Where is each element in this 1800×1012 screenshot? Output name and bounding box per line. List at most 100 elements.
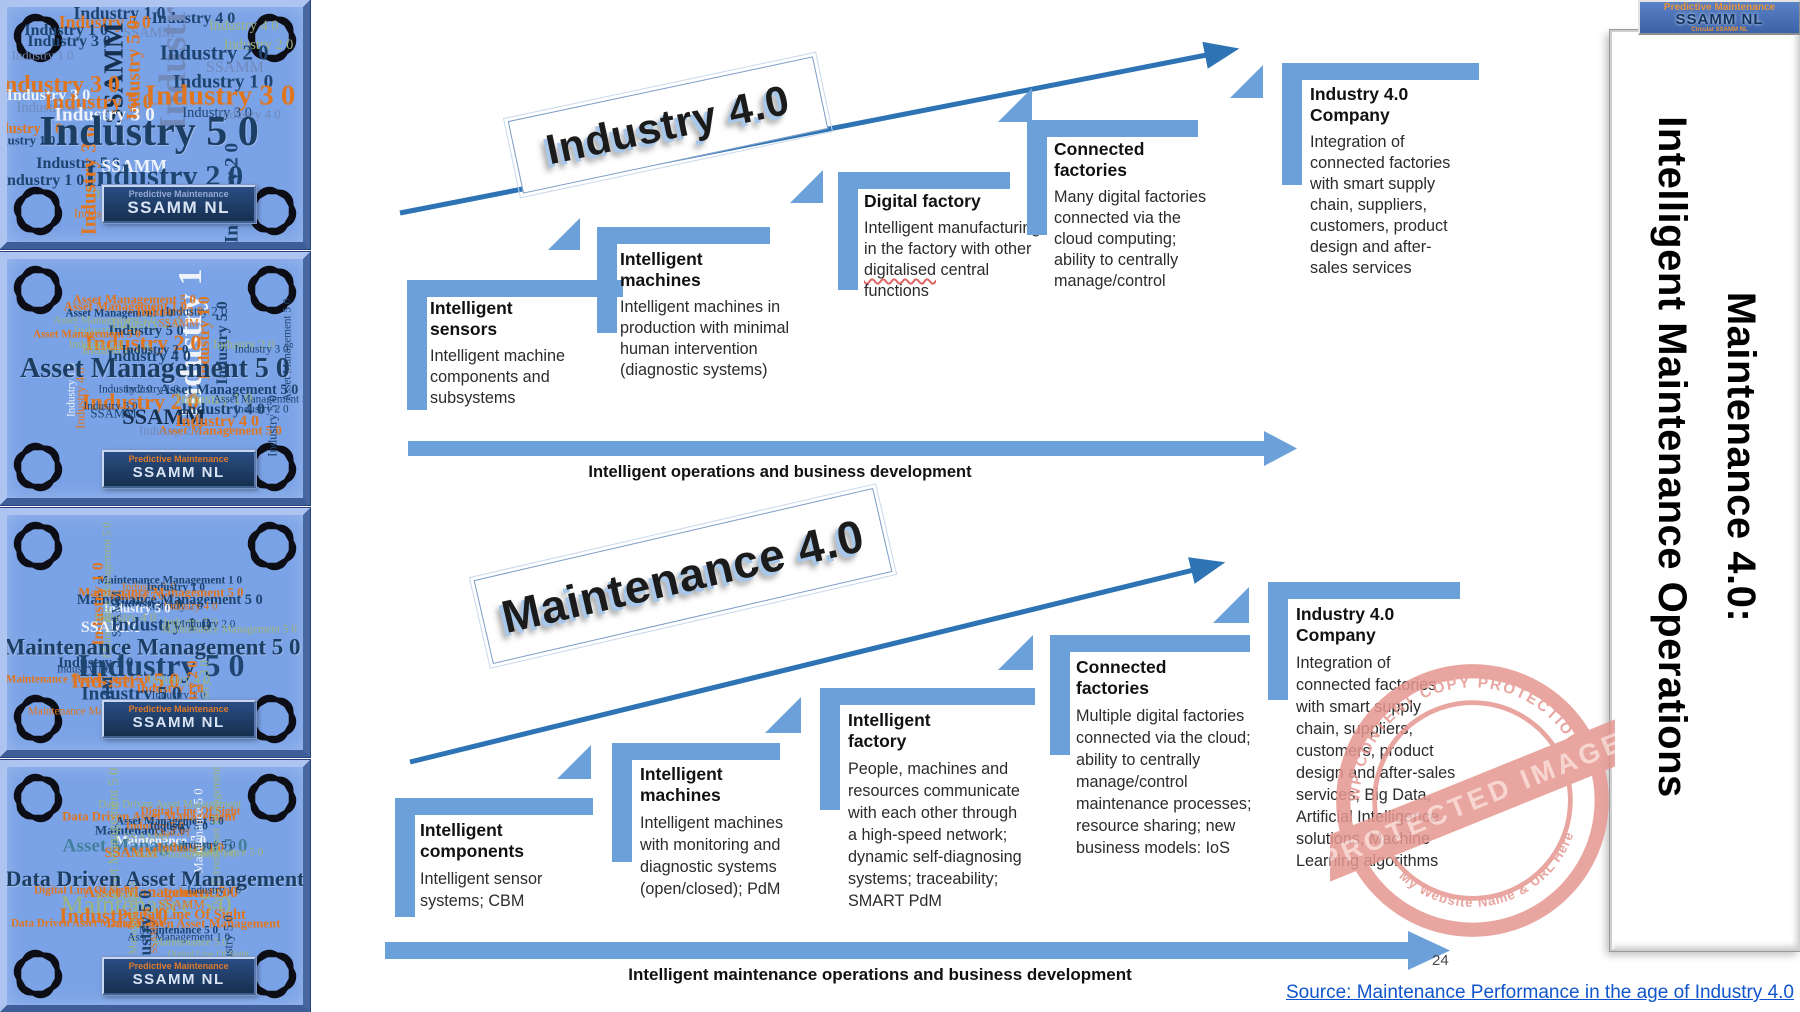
cloud-word: SSAMM xyxy=(80,618,141,636)
cloud-word: Industry 1 0 xyxy=(110,614,212,636)
cloud-word: Industry 2 0 xyxy=(84,329,202,355)
step-description: Intelligent machines in production with … xyxy=(620,298,790,379)
cloud-word: Data Driven Asset Management xyxy=(10,917,163,930)
cloud-word: Digital Line Of Sight xyxy=(117,906,246,923)
ssamm-logo-top-text: Predictive Maintenance xyxy=(1663,2,1776,13)
cloud-word: Maintenance 5 0 xyxy=(115,833,207,848)
industry-arrow-label: Intelligent operations and business deve… xyxy=(588,463,972,481)
cloud-word: SSAMM xyxy=(104,844,159,861)
step-description: Intelligent machines with monitoring and… xyxy=(640,814,784,898)
step-bar xyxy=(1027,120,1198,137)
page-number: 24 xyxy=(1432,952,1449,969)
step-description: Intelligent machine components and subsy… xyxy=(430,347,565,407)
cloud-word: Industry 3 0 xyxy=(182,104,252,121)
step-bar xyxy=(1050,635,1250,652)
cloud-word: Industry 5 0 xyxy=(36,155,120,173)
source-link[interactable]: Source: Maintenance Performance in the a… xyxy=(1285,982,1794,1003)
industry-timeline-arrow xyxy=(408,431,1297,466)
cloud-word: Maintenance Management 5 0 xyxy=(27,705,164,718)
openai-logo-icon xyxy=(13,186,63,236)
openai-logo xyxy=(13,694,63,744)
openai-logo xyxy=(13,186,63,236)
step-description: People, machines and resources communica… xyxy=(848,760,1022,910)
ssamm-logo-main-text: SSAMM NL xyxy=(1675,11,1764,28)
step-bar xyxy=(407,280,623,297)
cloud-main-word: Industry 5 0 xyxy=(39,108,259,155)
cloud-word: Maintenance Management 1 0 xyxy=(97,574,243,587)
vertical-title-line1: Maintenance 4.0: xyxy=(1718,291,1763,623)
cloud-word: Industry 2 0 xyxy=(148,600,203,613)
cloud-word: Industry 5 0 xyxy=(44,90,154,114)
badge-subtitle: SSAMM NL xyxy=(132,464,225,482)
cloud-word: Maintenance 5 0 xyxy=(188,846,264,859)
cloud-word: Industry 4 0 xyxy=(16,99,87,116)
step-description: Integration of connected factories with … xyxy=(1310,133,1451,277)
cloud-word: Data Driven Asset Management xyxy=(98,798,242,811)
cloud-word: SSAMM xyxy=(90,406,137,421)
cloud-word: Industry 2 0 xyxy=(121,342,189,357)
cloud-word: Industry 4 0 xyxy=(151,9,236,27)
cloud-word: Industry 3 0 xyxy=(54,104,155,126)
openai-logo xyxy=(13,521,63,571)
cloud-word: Industry 1 0 xyxy=(0,120,63,137)
openai-logo xyxy=(13,949,63,999)
openai-logo-icon xyxy=(13,442,63,492)
openai-logo xyxy=(13,13,63,63)
cloud-word: Industry 1 0 xyxy=(151,689,206,702)
cloud-word: Industry 2 0 xyxy=(159,41,269,65)
cloud-word: Industry 5 0 xyxy=(125,819,185,832)
cloud-word: Digital Line Of Sight xyxy=(140,805,241,818)
cloud-word: Industry 2 0 xyxy=(212,337,275,352)
openai-logo-icon xyxy=(13,773,63,823)
cloud-word: Asset Management 5 0 xyxy=(159,382,299,399)
step-description: Multiple digital factories connected via… xyxy=(1076,707,1252,857)
step-corner xyxy=(1050,635,1070,755)
step-description: Many digital factories connected via the… xyxy=(1054,188,1207,290)
cloud-word: Industry 1 0 xyxy=(122,581,177,594)
step-title: Industry 4.0 Company xyxy=(1296,604,1395,645)
openai-logo-icon xyxy=(247,186,297,236)
cloud-word: Industry 2 0 xyxy=(181,618,236,631)
cloud-word: Asset Management 1 0 xyxy=(65,307,174,320)
cloud-word: Asset Management 5 0 xyxy=(83,884,239,902)
cloud-word: SSAMM xyxy=(96,890,143,905)
cloud-word: Maintenance Management 5 0 xyxy=(161,623,297,636)
cloud-word: Industry 1 0 xyxy=(58,654,134,671)
cloud-word: Industry 1 0 xyxy=(124,383,180,396)
badge-subtitle: SSAMM NL xyxy=(132,971,225,989)
step-bar xyxy=(1282,63,1479,80)
cloud-word: Industry 5 0 xyxy=(59,904,168,928)
cloud-word: Asset Management 5 0 xyxy=(72,292,196,307)
badge-title: Predictive Maintenance xyxy=(128,961,229,972)
cloud-word: Industry 4 0 xyxy=(115,596,183,611)
maintenance-arrow-label: Intelligent maintenance operations and b… xyxy=(628,965,1132,984)
badge-subtitle: SSAMM NL xyxy=(127,198,230,218)
cloud-word: Maintenance Management 5 0 xyxy=(5,672,151,685)
cloud-word: Industry 4 0 xyxy=(94,610,157,625)
cloud-word: SSAMM xyxy=(101,156,168,176)
step-corner xyxy=(1268,582,1288,700)
step-corner xyxy=(1027,120,1047,235)
cloud-word: Industry 1 0 xyxy=(187,884,242,897)
cloud-word: Industry 1 0 xyxy=(146,581,205,594)
cloud-word: SSAMM xyxy=(158,316,199,329)
cloud-word: Asset Management 5 0 xyxy=(62,834,248,856)
cloud-word: Industry 1 0 xyxy=(175,391,253,408)
step-corner xyxy=(597,227,617,333)
openai-logo-icon xyxy=(247,773,297,823)
cloud-word: Industry 5 0 xyxy=(163,616,218,629)
cloud-word: SSAMM xyxy=(158,897,205,912)
step-title: Industry 4.0 Company xyxy=(1310,84,1409,125)
cloud-word: Maintenance 5 0 xyxy=(191,788,206,874)
